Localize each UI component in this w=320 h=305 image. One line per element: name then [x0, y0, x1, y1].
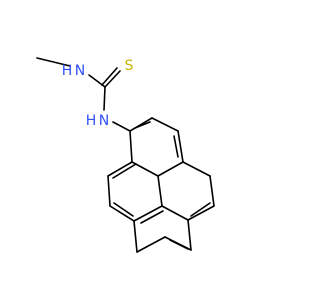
ring-bond-16: [133, 220, 138, 253]
methyl-nh-nitrogen-label: N: [75, 63, 85, 79]
double-bond-inner-5: [190, 202, 211, 217]
structure-drawing: S H N H N: [36, 57, 215, 253]
ring-bond-13: [107, 175, 111, 207]
bond-c-n-aryl: [103, 86, 106, 111]
atom-labels-layer: S H N H N: [62, 58, 134, 129]
ring-bond-19: [187, 219, 192, 251]
ring-bond-6: [129, 130, 133, 163]
sulfur-label: S: [125, 58, 134, 74]
bond-c-s: [104, 70, 121, 88]
ring-bond-10: [161, 205, 189, 221]
bonds-layer: [36, 57, 215, 253]
ring-bond-4: [157, 161, 184, 177]
methyl-nh-hydrogen-label: H: [62, 63, 73, 79]
ring-bond-12: [107, 161, 133, 177]
bond-n-aryl-ring: [112, 121, 131, 132]
double-bond-inner-6: [140, 210, 164, 224]
bond-c-s-double: [101, 67, 118, 86]
ring-bond-3: [177, 130, 184, 163]
double-bond-inner-1: [134, 121, 151, 129]
ring-bond-15: [133, 205, 163, 222]
bond-methyl-n: [36, 57, 71, 67]
ring-bond-8: [209, 175, 215, 207]
ring-bond-14: [109, 205, 135, 222]
ring-bond-2: [151, 117, 179, 132]
ring-bond-7: [182, 161, 211, 177]
aryl-nh-hydrogen-label: H: [86, 113, 97, 129]
double-bond-inner-3: [112, 163, 137, 179]
double-bond-inner-7: [169, 239, 189, 250]
double-bond-inner-4: [113, 202, 134, 217]
aryl-nh-nitrogen-label: N: [99, 113, 109, 129]
ring-bond-9: [187, 205, 215, 221]
ring-bond-17: [136, 236, 166, 253]
ring-bond-11: [157, 175, 163, 207]
molecule-diagram: S H N H N: [36, 57, 215, 253]
ring-bond-1: [129, 117, 153, 132]
double-bond-inner-2: [173, 135, 179, 158]
